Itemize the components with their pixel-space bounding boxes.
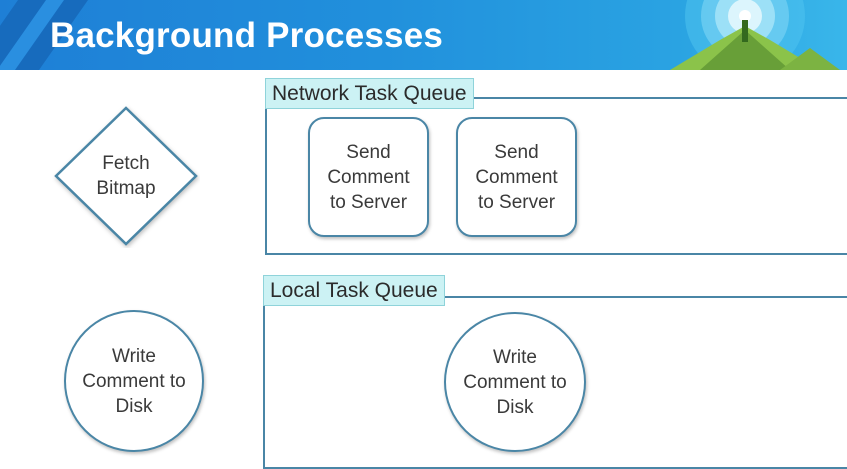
send-comment-task-1: Send Comment to Server: [308, 117, 429, 237]
write-comment-text: Write Comment to Disk: [82, 345, 186, 417]
write-comment-task-text: Write Comment to Disk: [463, 346, 567, 418]
network-task-queue-label: Network Task Queue: [265, 78, 474, 109]
write-comment-circle: Write Comment to Disk: [64, 310, 204, 452]
send-comment-task-2: Send Comment to Server: [456, 117, 577, 237]
fetch-bitmap-label: Fetch Bitmap: [52, 104, 200, 248]
local-task-queue-label: Local Task Queue: [263, 275, 445, 306]
fetch-bitmap-text: Fetch Bitmap: [96, 153, 156, 199]
send-comment-text-1: Send Comment to Server: [327, 141, 410, 213]
android-lighthouse-icon: [670, 0, 840, 70]
send-comment-text-2: Send Comment to Server: [475, 141, 558, 213]
fetch-bitmap-diamond: [54, 106, 198, 246]
write-comment-task: Write Comment to Disk: [444, 312, 586, 452]
slide-header: Background Processes: [0, 0, 847, 70]
slide-title: Background Processes: [50, 16, 444, 55]
